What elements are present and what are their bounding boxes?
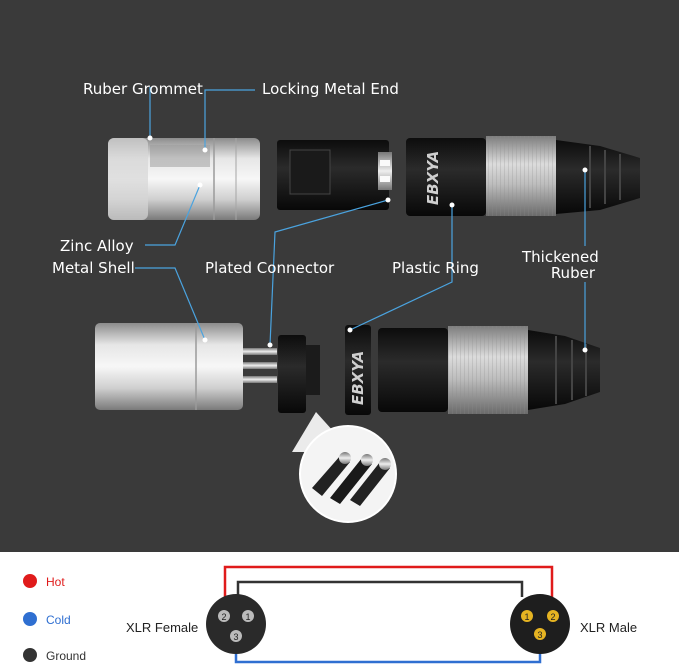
male-pin-3: 3 <box>537 630 542 640</box>
cold-legend-dot <box>23 612 37 626</box>
legend-cold-label: Cold <box>46 613 71 627</box>
female-metal-shell <box>108 138 260 220</box>
male-metal-shell <box>95 323 243 410</box>
female-locking-insert <box>277 140 392 210</box>
callout-thickened: Thickened <box>522 248 599 266</box>
xlr-male-connector <box>510 594 570 654</box>
female-pin-3: 3 <box>233 632 238 642</box>
legend-hot-label: Hot <box>46 575 65 589</box>
xlr-female-connector <box>206 594 266 654</box>
male-pins <box>243 348 277 383</box>
female-rear-body <box>406 136 640 216</box>
wiring-diagram-panel: Hot Cold Ground 2 1 3 1 2 3 <box>0 552 679 669</box>
exploded-view-panel: EBXYA EBXYA Ruber Grommet Locking Metal … <box>0 0 679 552</box>
xlr-female-label: XLR Female <box>126 620 199 635</box>
female-pin-1: 1 <box>245 612 250 622</box>
ground-legend-dot <box>23 648 37 662</box>
callout-ruber: Ruber <box>550 264 595 282</box>
exploded-connector-illustration: EBXYA EBXYA <box>95 87 640 523</box>
callout-dots <box>147 135 588 353</box>
xlr-male-label: XLR Male <box>580 620 638 635</box>
callout-metal-shell: Metal Shell <box>52 259 135 277</box>
callout-plated-connector: Plated Connector <box>205 259 335 277</box>
brand-text-top: EBXYA <box>424 151 442 205</box>
callout-lines <box>135 87 586 350</box>
callout-ruber-grommet: Ruber Grommet <box>83 80 203 98</box>
wiring-schematic: 2 1 3 1 2 3 <box>206 565 570 664</box>
male-pin-2: 2 <box>550 612 555 622</box>
callout-plastic-ring: Plastic Ring <box>392 259 479 277</box>
callout-zinc-alloy: Zinc Alloy <box>60 237 134 255</box>
hot-legend-dot <box>23 574 37 588</box>
female-pin-2: 2 <box>221 612 226 622</box>
legend-ground-label: Ground <box>46 649 87 663</box>
solder-cup-zoom <box>292 412 397 523</box>
ground-wire <box>236 580 524 597</box>
male-insert <box>278 325 371 415</box>
callout-locking-metal-end: Locking Metal End <box>262 80 399 98</box>
male-rear-body <box>378 326 600 414</box>
male-pin-1: 1 <box>524 612 529 622</box>
cold-wire <box>234 642 542 664</box>
brand-text-bottom: EBXYA <box>349 351 367 405</box>
hot-wire <box>223 565 554 607</box>
